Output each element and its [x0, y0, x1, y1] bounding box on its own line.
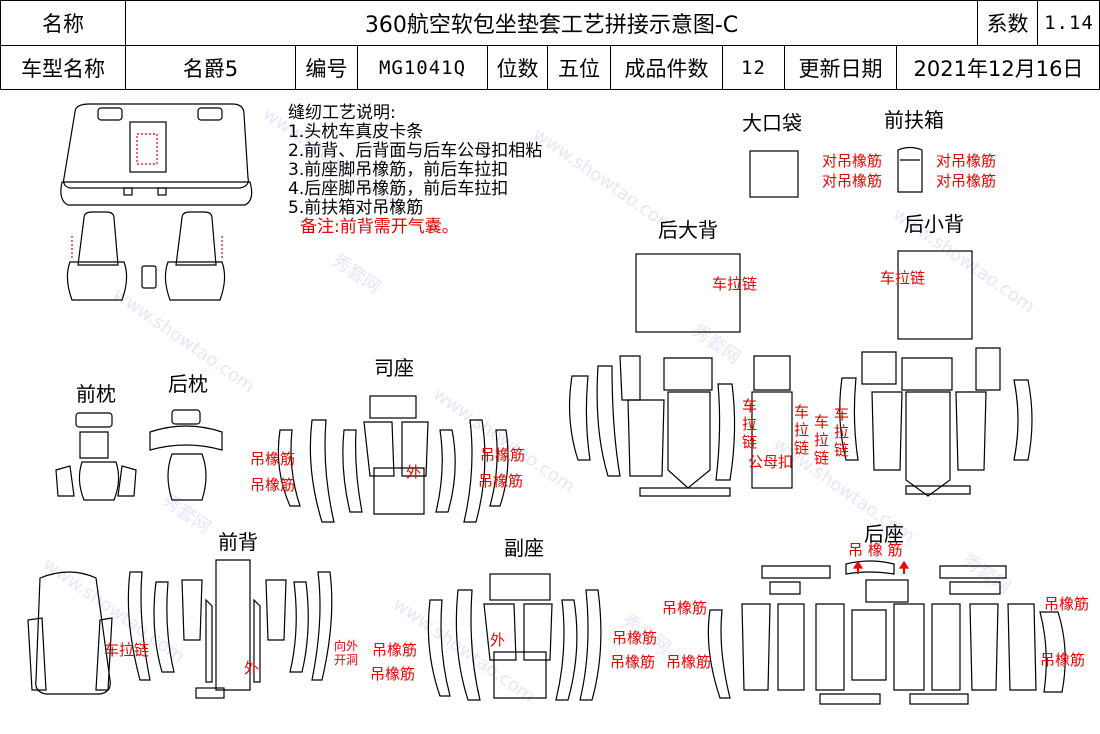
annotation-elastic: 吊橡筋: [250, 476, 296, 494]
annotation-rear-seat-elastic: 吊 橡 筋: [848, 541, 903, 559]
annotation-elastic: 吊橡筋: [1044, 595, 1090, 613]
annotation-zip-char: 车: [742, 397, 758, 415]
annotation-elastic: 吊橡筋: [610, 653, 656, 671]
code-label: 编号: [296, 46, 358, 90]
annotation-elastic: 吊橡筋: [372, 641, 418, 659]
annotation-zip-char: 拉: [814, 431, 830, 449]
coef-value: 1.14: [1044, 12, 1094, 34]
annotation-elastic: 吊橡筋: [480, 446, 526, 464]
annotation-outer: 外: [406, 463, 422, 481]
passenger-seat-pieces: [427, 573, 602, 701]
annotation-zip-char: 链: [742, 433, 758, 451]
label-rear-headrest: 后枕: [168, 372, 208, 396]
label-rear-big-back: 后大背: [658, 218, 718, 242]
seats-value: 五位: [548, 46, 611, 90]
pieces-label: 成品件数: [611, 46, 723, 90]
annotation-elastic: 吊橡筋: [250, 450, 296, 468]
diagram-title: 360航空软包坐垫套工艺拼接示意图-C: [126, 1, 978, 45]
annotation-pair-elastic: 对吊橡筋: [936, 152, 997, 170]
annotation-zip-char: 拉: [834, 423, 850, 441]
annotation-outer: 外: [244, 659, 260, 677]
label-passenger-seat: 副座: [504, 536, 544, 560]
annotation-zip-char: 车: [834, 405, 850, 423]
sewing-notes: 缝纫工艺说明: 1.头枕车真皮卡条 2.前背、后背面与后车公母扣相粘 3.前座脚…: [288, 104, 542, 237]
big-pocket-piece: [749, 150, 799, 198]
seats-label: 位数: [488, 46, 548, 90]
annotation-zipper: 车拉链: [104, 641, 150, 659]
annotation-elastic: 吊橡筋: [612, 629, 658, 647]
annotation-elastic: 吊橡筋: [478, 472, 524, 490]
annotation-zipper: 车拉链: [712, 275, 758, 293]
annotation-elastic: 吊橡筋: [370, 665, 416, 683]
annotation-elastic: 吊橡筋: [666, 653, 712, 671]
model-value: 名爵5: [126, 46, 296, 90]
notes-remark: 备注:前背需开气囊。: [300, 217, 459, 237]
rear-headrest-pieces: [149, 409, 223, 501]
front-back-pieces: [27, 559, 333, 699]
annotation-zip-char: 车: [814, 413, 830, 431]
front-headrest-pieces: [55, 412, 137, 501]
annotation-pair-elastic: 对吊橡筋: [936, 172, 997, 190]
annotation-zip-char: 链: [794, 439, 810, 457]
annotation-zipper: 车拉链: [880, 269, 926, 287]
date-value: 2021年12月16日: [913, 57, 1084, 81]
model-label: 车型名称: [1, 46, 126, 90]
label-rear-seat: 后座: [864, 522, 904, 546]
label-front-headrest: 前枕: [76, 382, 116, 406]
code-value: MG1041Q: [358, 46, 488, 90]
notes-item: 3.前座脚吊橡筋，前后车拉扣: [288, 160, 509, 180]
date-label: 更新日期: [785, 46, 897, 90]
rear-small-back-pieces: [839, 250, 1033, 497]
annotation-pair-elastic: 对吊橡筋: [822, 172, 883, 190]
pieces-value: 12: [723, 46, 785, 90]
annotation-zip-char: 拉: [794, 421, 810, 439]
label-driver-seat: 司座: [374, 356, 414, 380]
annotation-elastic: 吊橡筋: [1040, 651, 1086, 669]
header-table: 名称 360航空软包坐垫套工艺拼接示意图-C 系数 1.14 车型名称 名爵5 …: [0, 0, 1100, 90]
label-front-armrest: 前扶箱: [884, 108, 944, 132]
label-big-pocket: 大口袋: [742, 111, 802, 135]
car-seat-overview: [60, 103, 253, 301]
header-divider: [1, 45, 1099, 46]
annotation-elastic: 吊橡筋: [662, 599, 708, 617]
notes-item: 5.前扶箱对吊橡筋: [288, 198, 424, 218]
notes-title: 缝纫工艺说明:: [288, 103, 396, 123]
annotation-open-hole: 开洞: [334, 653, 359, 667]
notes-item: 1.头枕车真皮卡条: [288, 122, 424, 142]
annotation-zip-char: 拉: [742, 415, 758, 433]
rear-seat-pieces: [707, 560, 1066, 705]
driver-seat-pieces: [277, 395, 509, 523]
notes-item: 4.后座脚吊橡筋，前后车拉扣: [288, 179, 509, 199]
annotation-outer: 外: [490, 631, 506, 649]
notes-item: 2.前背、后背面与后车公母扣相粘: [288, 141, 543, 161]
coef-label: 系数: [978, 1, 1038, 45]
name-label: 名称: [1, 1, 126, 45]
annotation-male-female-snap: 公母扣: [748, 453, 794, 471]
annotation-zip-char: 车: [794, 403, 810, 421]
annotation-zip-char: 链: [834, 441, 850, 459]
front-armrest-pieces: [897, 146, 923, 193]
annotation-pair-elastic: 对吊橡筋: [822, 152, 883, 170]
annotation-zip-char: 链: [814, 449, 830, 467]
annotation-open-hole: 向外: [334, 639, 359, 653]
label-rear-small-back: 后小背: [904, 212, 964, 236]
label-front-back: 前背: [218, 530, 258, 554]
rear-big-back-pieces: [568, 253, 793, 497]
